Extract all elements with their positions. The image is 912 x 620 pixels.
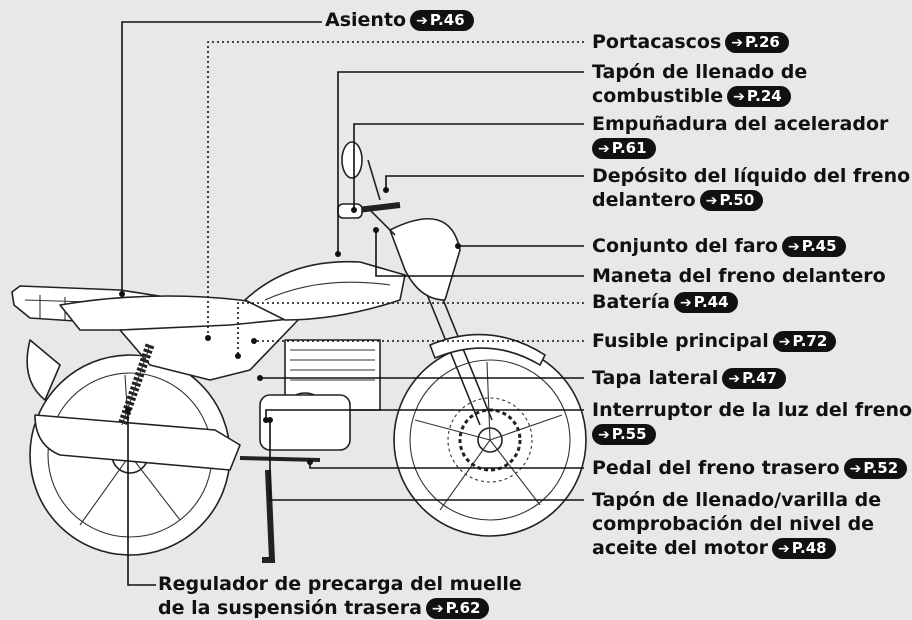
callout-text: Portacascos (592, 31, 722, 53)
engine-block (259, 339, 381, 451)
page-ref-button[interactable]: ➔P.26 (725, 32, 789, 53)
page-ref-button[interactable]: ➔P.24 (727, 86, 791, 107)
page-ref-text: P.50 (719, 191, 755, 209)
arrow-right-icon: ➔ (787, 239, 800, 255)
callout-text: Fusible principal (592, 330, 769, 352)
callout-empunadura: Empuñadura del acelerador ➔P.61 (592, 112, 888, 160)
page-ref-button[interactable]: ➔P.62 (425, 598, 490, 619)
callout-text: comprobación del nivel de (592, 513, 875, 535)
arrow-right-icon: ➔ (849, 461, 862, 477)
callout-text: de la suspensión trasera (158, 597, 422, 619)
callout-bateria: Batería➔P.44 (592, 290, 738, 314)
callout-text: Asiento (325, 9, 407, 31)
arrow-right-icon: ➔ (431, 601, 444, 617)
page-ref-text: P.47 (742, 369, 777, 387)
arrow-right-icon: ➔ (598, 141, 610, 157)
page-ref-button[interactable]: ➔P.55 (592, 424, 656, 445)
callout-deposito-freno: Depósito del líquido del freno delantero… (592, 164, 910, 212)
page-ref-button[interactable]: ➔P.47 (722, 368, 786, 389)
callout-maneta-freno: Maneta del freno delantero (592, 264, 886, 288)
callout-text: combustible (592, 85, 724, 107)
arrow-right-icon: ➔ (733, 89, 745, 105)
page-ref-text: P.55 (611, 425, 647, 443)
page-ref-text: P.61 (611, 139, 647, 157)
callout-text: Empuñadura del acelerador (592, 113, 889, 135)
callout-text: Pedal del freno trasero (592, 457, 840, 479)
callout-pedal-freno: Pedal del freno trasero➔P.52 (592, 456, 908, 480)
page-ref-button[interactable]: ➔P.45 (781, 236, 846, 257)
callout-text: Conjunto del faro (592, 235, 778, 257)
callout-text: Tapón de llenado de (592, 61, 808, 83)
arrow-right-icon: ➔ (416, 13, 428, 29)
callout-text: aceite del motor (592, 537, 769, 559)
callout-text: Tapón de llenado/varilla de (592, 489, 882, 511)
callout-text: Tapa lateral (592, 367, 719, 389)
page-ref-button[interactable]: ➔P.48 (772, 538, 836, 559)
fuel-tank (244, 260, 406, 321)
page-ref-text: P.46 (429, 11, 465, 29)
callout-text: delantero (592, 189, 696, 211)
callout-portacascos: Portacascos➔P.26 (592, 30, 789, 54)
headlight-cowl (389, 217, 461, 301)
page-ref-text: P.24 (746, 87, 782, 105)
exhaust-pipe (34, 414, 241, 471)
page-ref-button[interactable]: ➔P.72 (772, 331, 837, 352)
callout-interruptor-freno: Interruptor de la luz del freno ➔P.55 (592, 398, 912, 446)
callout-tapon-aceite: Tapón de llenado/varilla de comprobación… (592, 488, 881, 560)
arrow-right-icon: ➔ (731, 35, 744, 51)
page-ref-text: P.72 (792, 332, 828, 350)
page-ref-text: P.48 (791, 539, 827, 557)
callout-tapa-lateral: Tapa lateral➔P.47 (592, 366, 786, 390)
arrow-right-icon: ➔ (679, 295, 692, 311)
callout-text: Regulador de precarga del muelle (158, 573, 522, 595)
page-ref-button[interactable]: ➔P.52 (843, 458, 908, 479)
page-ref-text: P.44 (693, 293, 729, 311)
page-ref-text: P.45 (801, 237, 837, 255)
page-ref-text: P.26 (745, 33, 780, 51)
callout-faro: Conjunto del faro➔P.45 (592, 234, 846, 258)
callout-text: Interruptor de la luz del freno (592, 399, 912, 421)
leader-lines (119, 21, 584, 586)
page-ref-button[interactable]: ➔P.61 (592, 138, 656, 159)
page-ref-text: P.62 (445, 599, 481, 617)
callout-regulador: Regulador de precarga del muelle de la s… (158, 572, 522, 620)
arrow-right-icon: ➔ (598, 427, 610, 443)
arrow-right-icon: ➔ (778, 334, 791, 350)
page-ref-text: P.52 (863, 459, 899, 477)
callout-text: Maneta del freno delantero (592, 265, 886, 287)
callout-text: Depósito del líquido del freno (592, 165, 911, 187)
arrow-right-icon: ➔ (728, 371, 741, 387)
arrow-right-icon: ➔ (778, 541, 790, 557)
front-wheel (393, 343, 587, 537)
side-body (119, 317, 301, 381)
arrow-right-icon: ➔ (705, 193, 718, 209)
page-ref-button[interactable]: ➔P.46 (410, 10, 474, 31)
callout-asiento: Asiento➔P.46 (325, 8, 474, 32)
callout-text: Batería (592, 291, 670, 313)
handlebar (337, 141, 401, 236)
callout-tapon-combustible: Tapón de llenado de combustible➔P.24 (592, 60, 807, 108)
page-ref-button[interactable]: ➔P.44 (673, 292, 738, 313)
callout-fusible: Fusible principal➔P.72 (592, 329, 837, 353)
page-ref-button[interactable]: ➔P.50 (699, 190, 764, 211)
